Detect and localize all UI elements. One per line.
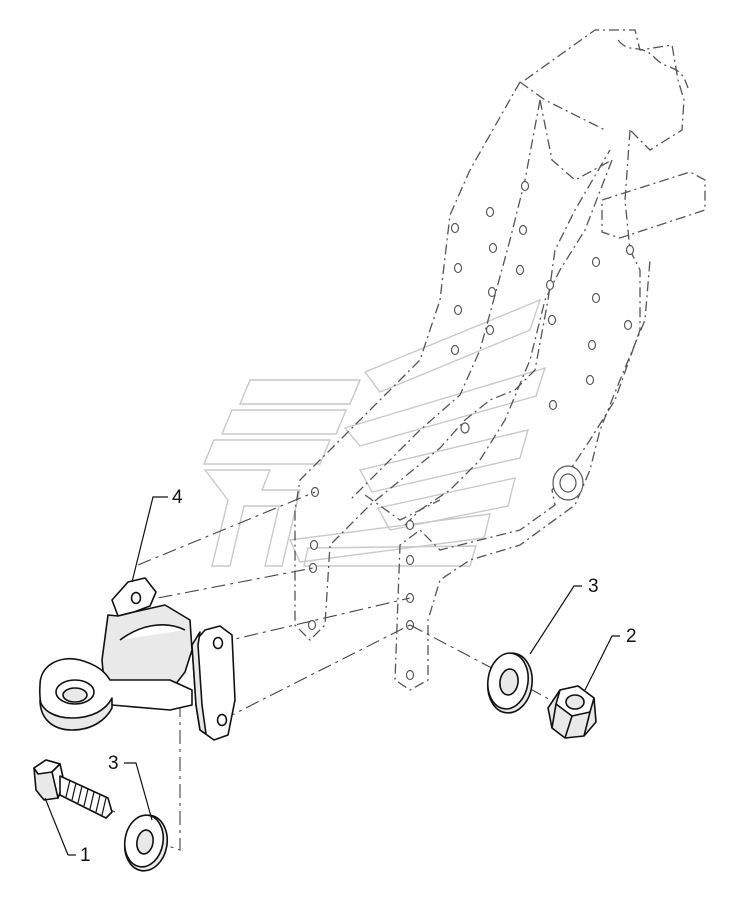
- frame-holes: [307, 180, 635, 681]
- bolt-threads: [65, 779, 107, 816]
- chassis-frame-icon: [294, 29, 706, 691]
- leader-3-left: [124, 762, 153, 821]
- callout-label-4: 4: [172, 487, 183, 508]
- callout-label-3-left: 3: [108, 753, 119, 774]
- leader-4: [131, 496, 168, 583]
- hex-bolt-icon: [33, 759, 113, 819]
- leader-2: [584, 635, 620, 691]
- callout-labels: 1 2 3 3 4: [80, 487, 637, 866]
- hex-nut-icon: [547, 685, 597, 739]
- logo-watermark-icon: [202, 298, 547, 567]
- leader-lines: [44, 496, 620, 856]
- flat-washer-icon: [123, 814, 169, 872]
- leader-3-right: [529, 585, 582, 655]
- callout-label-1: 1: [80, 845, 91, 866]
- callout-label-3-right: 3: [588, 576, 599, 597]
- frame-pivot-eye: [552, 465, 584, 501]
- callout-label-2: 2: [626, 626, 637, 647]
- leader-1: [44, 797, 69, 856]
- tow-eye-bracket-icon: [39, 577, 236, 741]
- flat-washer-icon: [487, 652, 533, 714]
